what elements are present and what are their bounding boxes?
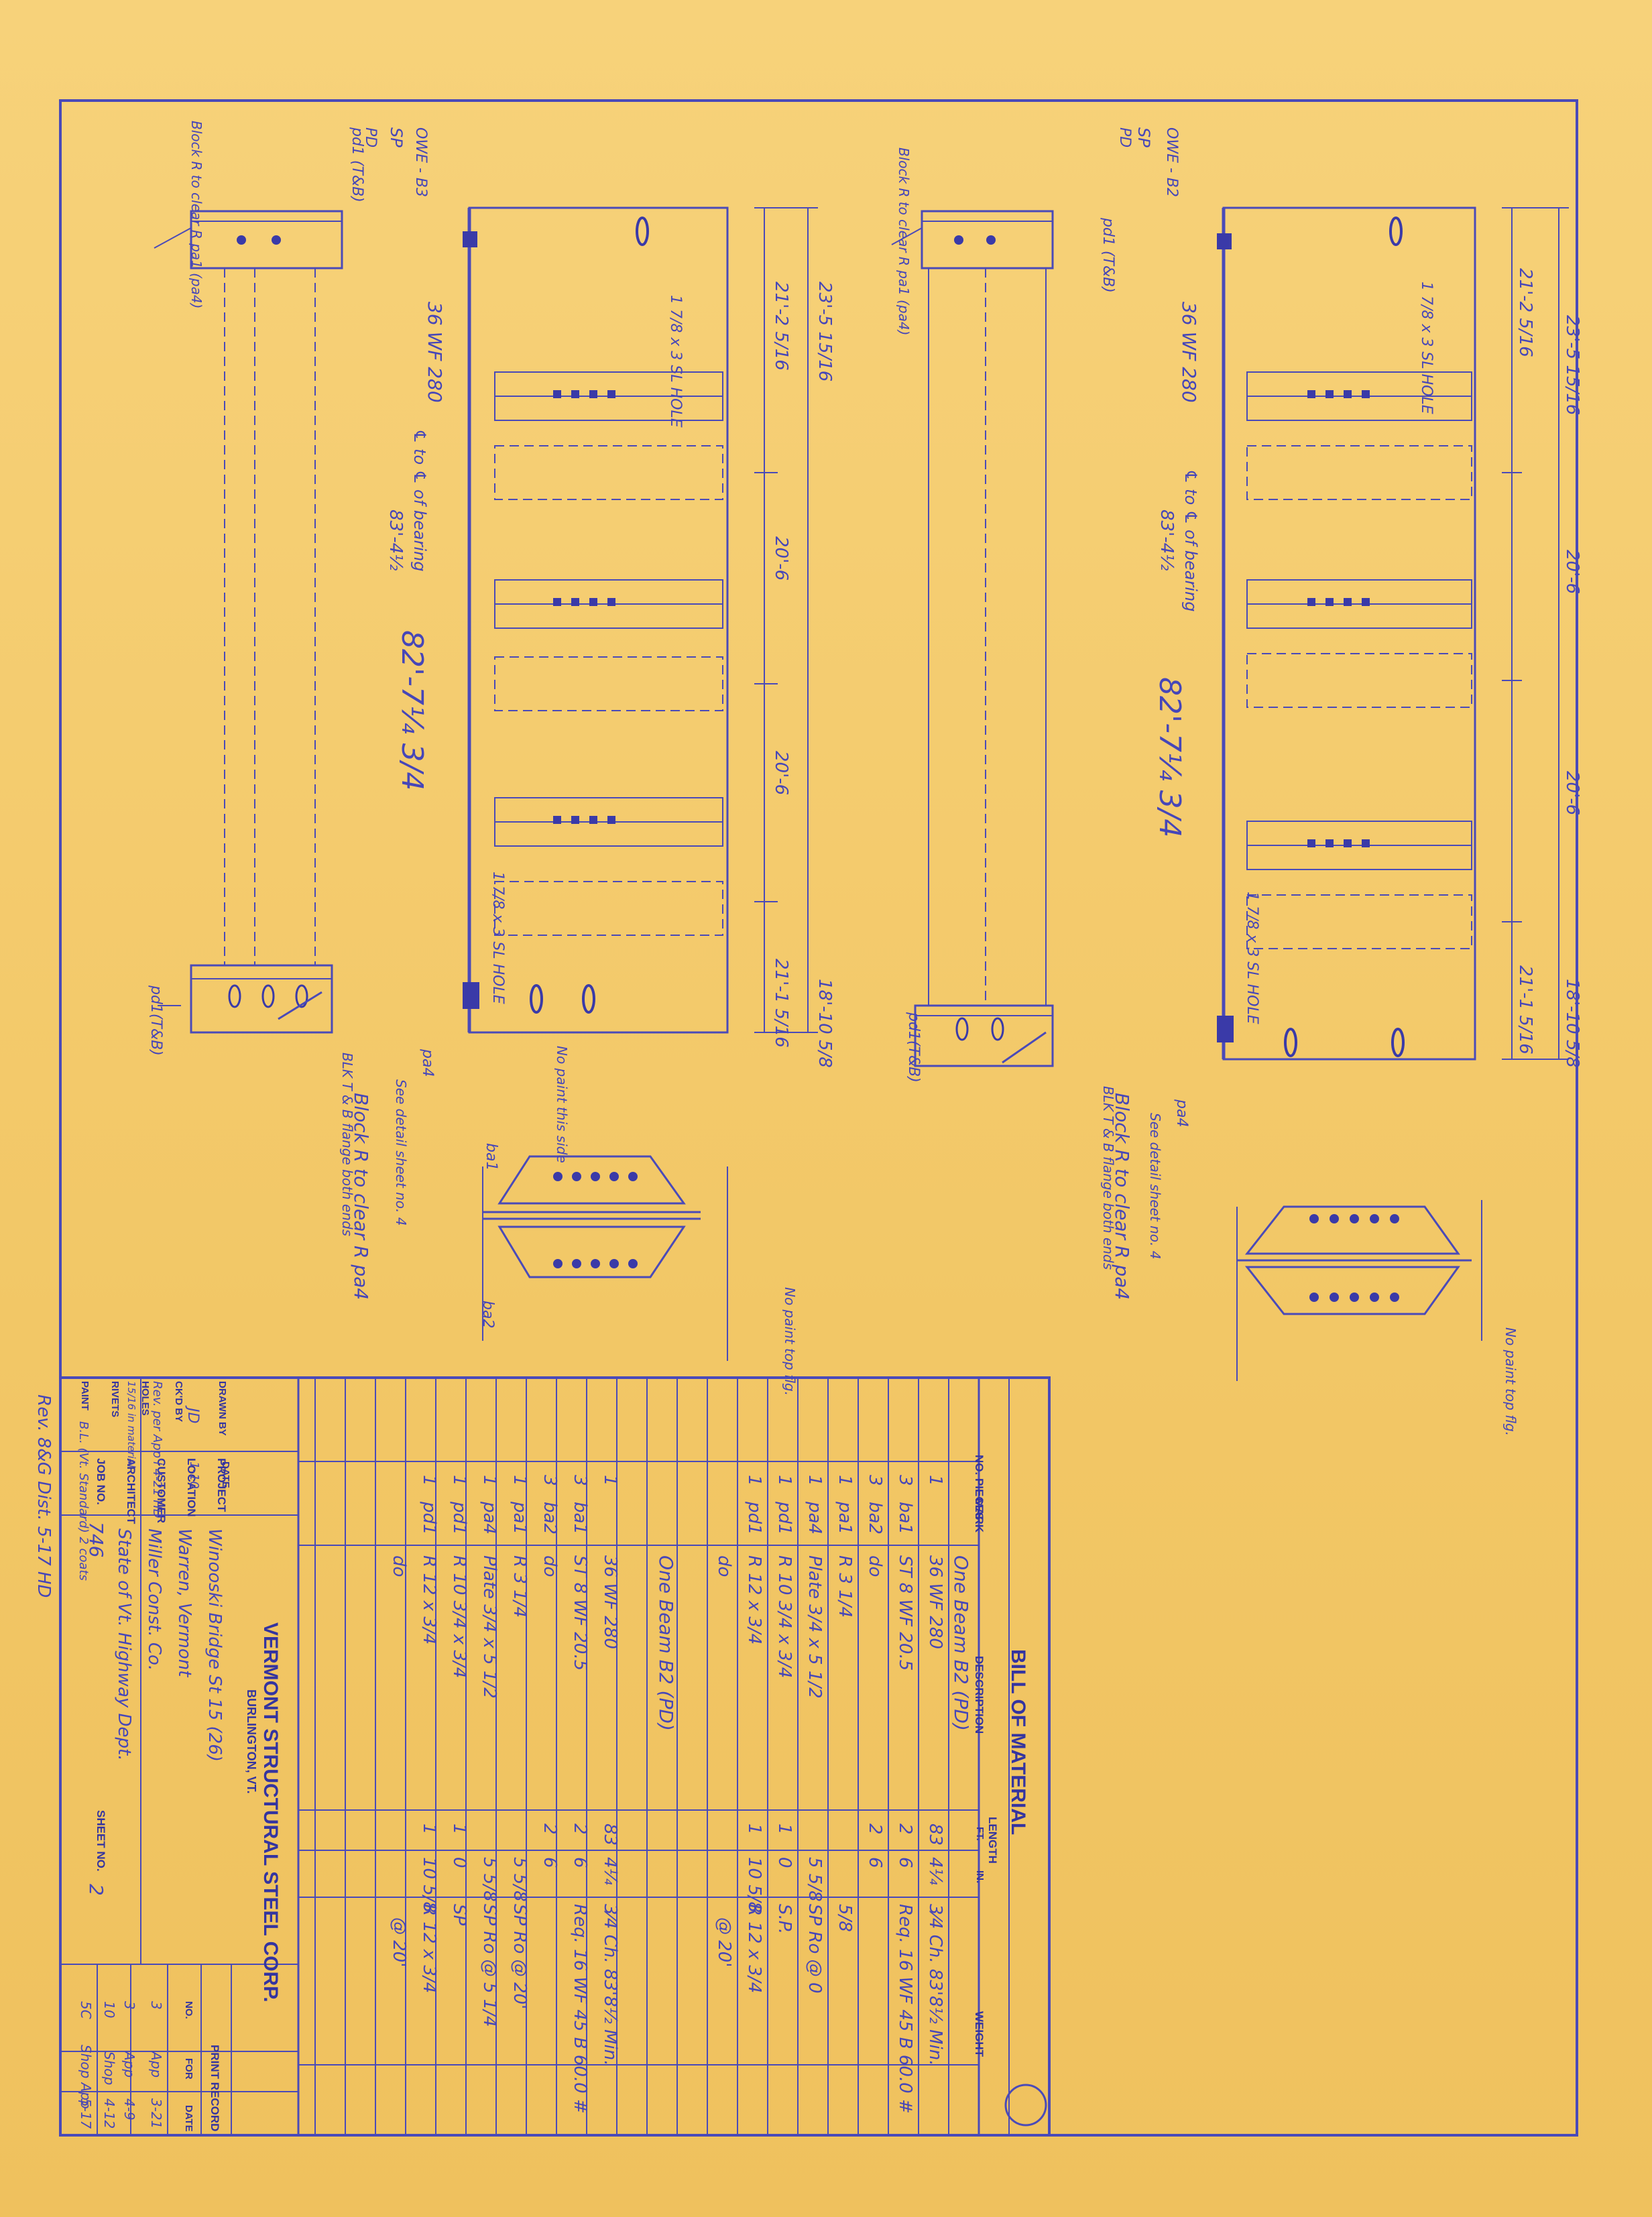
beam-size-right: 36 WF 280	[1178, 302, 1200, 403]
cl-bearing-dim-right: 83'-4½	[1157, 510, 1177, 571]
label-drawn-by: DRAWN BY	[217, 1381, 228, 1436]
mark-sp-right: SP	[1134, 127, 1153, 147]
label-ckd-by: CK'D BY	[173, 1381, 184, 1423]
block-top-left: Block R to clear R pa1 (pa4)	[188, 121, 204, 309]
mark-owe-b2: OWE - B2	[1163, 127, 1180, 197]
label-sheet-no: SHEET NO.	[95, 1810, 107, 1872]
right-beam-elevation	[891, 206, 1569, 1067]
dim-right-4: 21'-1 5/16	[1515, 965, 1535, 1055]
block-top-right: Block R to clear R pa1 (pa4)	[896, 147, 912, 336]
slot-hole-note-right-top: 1 7/8 x 3 SL HOLE	[1418, 282, 1435, 414]
overall-length-left: 82'-7¼ 3/4	[395, 630, 429, 791]
label-date: DATE	[220, 1461, 231, 1488]
bom-header-length: LENGTH	[986, 1817, 999, 1864]
value-sheet-no: 2	[85, 1884, 107, 1896]
pa4-right: pa4	[1173, 1099, 1190, 1128]
bom-header-ft: FT.	[974, 1827, 986, 1841]
pd1-top-left: pd1 (T&B)	[349, 127, 365, 202]
cl-bearing-dim-left: 83'-4½	[386, 510, 406, 571]
revision-note: Rev. 8&G Dist. 5-17 HD	[34, 1394, 54, 1598]
bom-group-heading: One Beam B2 (PD)	[950, 1555, 972, 1731]
dim-left-1: 21'-2 5/16	[771, 282, 791, 371]
bom-group-heading: One Beam B2 (PD)	[655, 1555, 677, 1731]
slot-hole-note-left-bottom: 1 7/8 x 3 SL HOLE	[489, 872, 506, 1004]
ba1-label: ba1	[483, 1143, 499, 1171]
value-project: Winooski Bridge St 15 (26)	[204, 1529, 225, 1762]
beam-size-left: 36 WF 280	[424, 302, 446, 403]
value-holes: 15/16 in material	[125, 1381, 137, 1468]
ba2-label: ba2	[479, 1301, 496, 1329]
detail-note-right: See detail sheet no. 4	[1147, 1113, 1163, 1260]
dim-right-outer-4: 18'-10 5/8	[1562, 979, 1582, 1068]
value-ckd-by: Rev. per App'l 4-21 HD	[150, 1381, 164, 1518]
slot-hole-note-right-bottom: 1 7/8 x 3 SL HOLE	[1244, 892, 1260, 1024]
company-name: VERMONT STRUCTURAL STEEL CORP.	[259, 1622, 282, 2002]
bom-title: BILL OF MATERIAL	[1007, 1649, 1029, 1836]
dim-left-outer-1: 23'-5 15/16	[815, 282, 835, 382]
value-paint: B.L. (Vt. Standard) 2 coats	[76, 1421, 91, 1581]
company-city: BURLINGTON, VT.	[245, 1689, 258, 1794]
dim-right-outer-1: 23'-5 15/16	[1562, 315, 1582, 416]
bom-header-mark: MARK	[973, 1498, 986, 1533]
value-drawn-by: JD	[184, 1408, 201, 1424]
left-beam-elevation	[154, 206, 818, 1034]
sheet-border	[59, 99, 1578, 2137]
value-customer: Miller Const. Co.	[144, 1529, 164, 1671]
bill-of-material-grid	[59, 1376, 1051, 2137]
dim-right-1: 21'-2 5/16	[1515, 268, 1535, 357]
dim-right-outer-2: 20'-6	[1562, 550, 1582, 595]
bom-header-weight: WEIGHT	[973, 2011, 986, 2057]
label-paint: PAINT	[79, 1381, 91, 1411]
bom-header-description: DESCRIPTION	[973, 1656, 986, 1734]
value-location: Warren, Vermont	[174, 1529, 194, 1677]
paint-note-flg-left: No paint top flg.	[782, 1287, 798, 1396]
mark-pd-right: PD	[1116, 127, 1133, 148]
print-record-header-date: DATE	[183, 2105, 194, 2132]
left-section-detail	[482, 1155, 728, 1361]
slot-hole-note-left-top: 1 7/8 x 3 SL HOLE	[667, 295, 684, 428]
mark-sp-left: SP	[387, 127, 406, 147]
dim-left-3: 20'-6	[771, 751, 791, 796]
flange-note-right: BLK T & B flange both ends	[1100, 1086, 1116, 1270]
mark-owe-b3: OWE - B3	[412, 127, 429, 197]
paint-note-flg-right: No paint top flg.	[1502, 1327, 1519, 1437]
label-job-no: JOB NO.	[95, 1458, 107, 1505]
bom-header-in: IN.	[974, 1870, 986, 1884]
print-record-header-no: NO.	[183, 2001, 194, 2019]
flange-note-left: BLK T & B flange both ends	[339, 1053, 355, 1237]
value-date: 1-10	[187, 1461, 201, 1489]
cl-bearing-right: ℄ to ℄ of bearing	[1181, 469, 1200, 612]
dim-left-2: 20'-6	[771, 536, 791, 581]
dim-right-outer-3: 20'-6	[1562, 771, 1582, 816]
right-section-detail	[1236, 1200, 1482, 1381]
label-holes: HOLES	[139, 1381, 151, 1416]
value-architect: State of Vt. Highway Dept.	[114, 1529, 134, 1761]
paint-note-left: No paint this side	[554, 1046, 570, 1163]
dim-left-outer-4: 18'-10 5/8	[815, 979, 835, 1068]
detail-note-left: See detail sheet no. 4	[393, 1079, 409, 1226]
pd1-bottom-left: pd1(T&B)	[148, 985, 164, 1056]
cl-bearing-left: ℄ to ℄ of bearing	[410, 429, 429, 572]
pd1-bottom-right: pd1(T&B)	[905, 1012, 922, 1083]
print-record-header-for: FOR	[183, 2058, 194, 2080]
pa4-left: pa4	[419, 1049, 436, 1077]
print-record-title: PRINT RECORD	[209, 2045, 221, 2132]
label-rivets: RIVETS	[109, 1381, 121, 1418]
pd1-top-right: pd1 (T&B)	[1100, 218, 1116, 293]
label-architect: ARCHITECT	[125, 1458, 137, 1524]
overall-length-right: 82'-7¼ 3/4	[1153, 677, 1187, 838]
dim-left-4: 21'-1 5/16	[771, 959, 791, 1048]
